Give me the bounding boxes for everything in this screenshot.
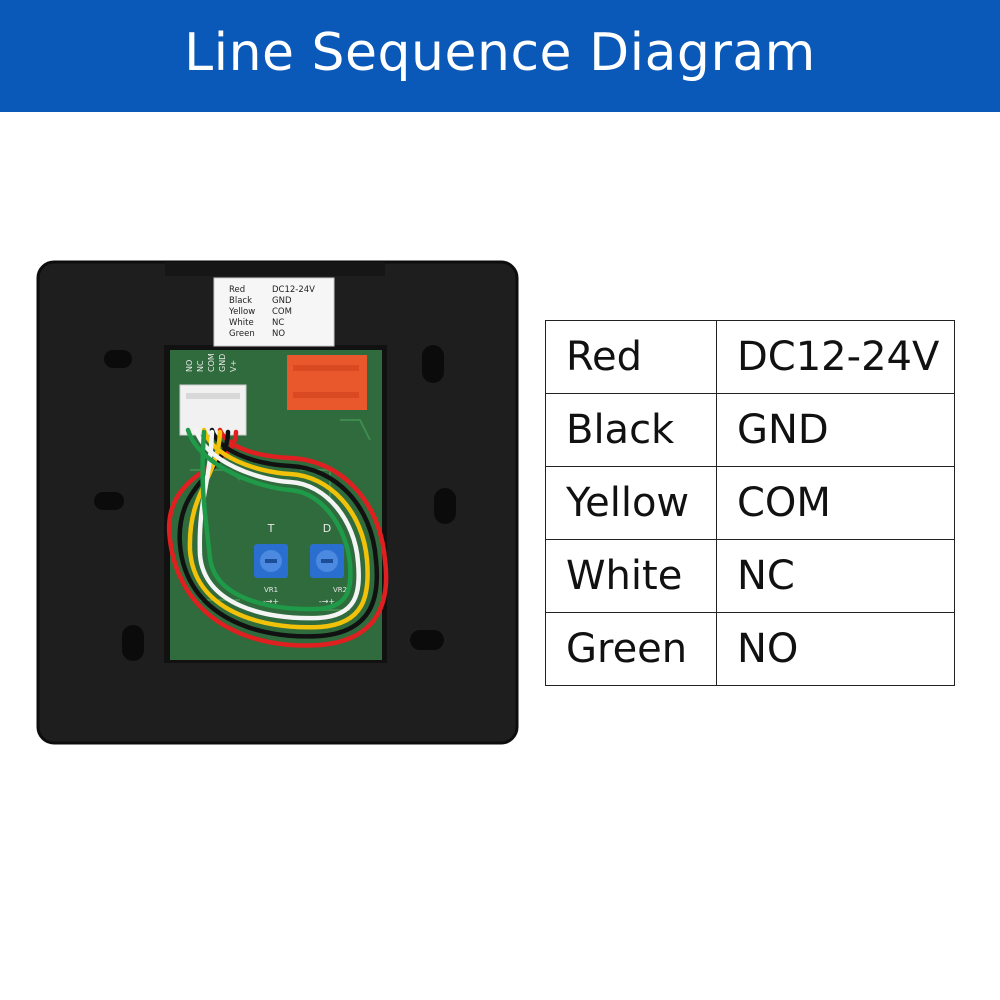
wire-red: [166, 427, 389, 648]
table-row: Red DC12-24V: [545, 320, 955, 394]
wire-black: [177, 427, 380, 639]
wire-loop: [166, 427, 389, 648]
mount-slot: [104, 350, 132, 368]
title-banner: Line Sequence Diagram: [0, 0, 1000, 112]
label-color: Red: [229, 285, 245, 295]
pin-labels: NO NC COM GND V+: [185, 353, 238, 372]
mount-slot: [122, 625, 144, 661]
signal-cell: COM: [716, 466, 955, 540]
wire-yellow: [187, 427, 370, 630]
mount-slot: [94, 492, 124, 510]
trimmer-ref: VR2: [333, 586, 347, 594]
trimmer-arrow: -→+: [263, 597, 279, 606]
label-color: White: [229, 318, 254, 328]
top-notch: [165, 262, 385, 276]
mount-slot: [410, 630, 444, 650]
pin-label: NO: [185, 360, 194, 372]
wire-color-cell: Black: [545, 393, 717, 467]
table-row: White NC: [545, 539, 955, 613]
label-signal: COM: [272, 307, 292, 317]
mount-slot: [434, 488, 456, 524]
trimmer-letter: T: [267, 522, 275, 535]
trimmer-arrow: -→+: [319, 597, 335, 606]
mount-slot: [422, 345, 444, 383]
signal-cell: NC: [716, 539, 955, 613]
wire-color-cell: Yellow: [545, 466, 717, 540]
page-title: Line Sequence Diagram: [184, 23, 816, 83]
wire-color-cell: Green: [545, 612, 717, 686]
table-row: Green NO: [545, 612, 955, 686]
trimmer-ref: VR1: [264, 586, 278, 594]
label-card: [213, 277, 335, 347]
pin-label: GND: [218, 354, 227, 372]
wire-color-cell: White: [545, 539, 717, 613]
wire-color-cell: Red: [545, 320, 717, 394]
label-signal: NC: [272, 318, 284, 328]
wire-connector: [179, 384, 247, 436]
relay: [287, 355, 367, 410]
pin-label: V+: [229, 360, 238, 372]
table-row: Yellow COM: [545, 466, 955, 540]
trimmer-right: D VR2 -→+: [310, 522, 347, 606]
trimmer-left: T VR1 -→+: [254, 522, 288, 606]
label-card-text: Red DC12-24V Black GND Yellow COM White …: [228, 285, 315, 339]
pin-label: NC: [196, 360, 205, 372]
label-signal: DC12-24V: [272, 285, 315, 295]
label-color: Yellow: [228, 307, 255, 317]
wire-green: [185, 427, 353, 612]
label-color: Black: [229, 296, 252, 306]
label-signal: NO: [272, 329, 285, 339]
signal-cell: GND: [716, 393, 955, 467]
wire-sequence-table: Red DC12-24V Black GND Yellow COM White …: [545, 320, 955, 686]
table-row: Black GND: [545, 393, 955, 467]
mounting-slots: [94, 345, 456, 661]
pin-label: COM: [207, 353, 216, 372]
signal-cell: DC12-24V: [716, 320, 955, 394]
trimmer-letter: D: [323, 522, 331, 535]
wire-white: [193, 427, 361, 621]
label-color: Green: [229, 329, 255, 339]
signal-cell: NO: [716, 612, 955, 686]
label-signal: GND: [272, 296, 292, 306]
